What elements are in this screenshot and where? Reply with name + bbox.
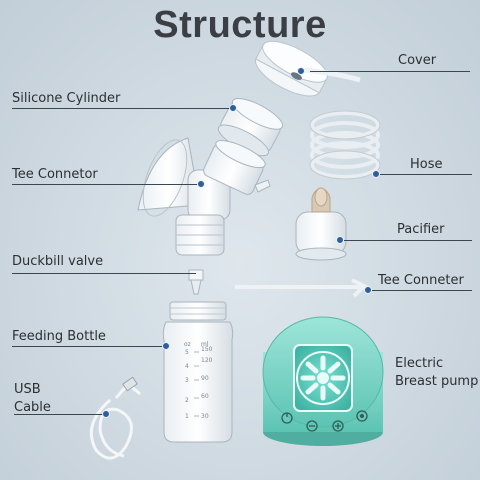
dot-hose	[372, 170, 380, 178]
leader-feeding-bottle	[12, 346, 167, 347]
leader-cover	[310, 71, 470, 72]
label-tee-connector-right: Tee Conneter	[378, 273, 464, 288]
leader-duckbill-valve	[12, 273, 196, 274]
mode-icon[interactable]	[356, 410, 368, 422]
label-cover: Cover	[398, 53, 437, 68]
scale-ml-150: 150	[201, 346, 213, 353]
scale-oz-2: 2	[185, 397, 189, 404]
dot-tee-connector-left	[197, 180, 205, 188]
minus-icon[interactable]	[306, 420, 318, 432]
leader-tee-connector-right	[372, 290, 472, 291]
label-electric-breast-pump: Electric Breast pump	[395, 356, 479, 390]
label-tee-connector-left: Tee Connetor	[12, 167, 98, 182]
electric-pump-body	[262, 316, 384, 446]
scale-unit-oz: oz	[184, 341, 191, 348]
scale-unit-ml: ml	[201, 341, 209, 348]
dot-cover	[297, 67, 305, 75]
leader-tee-connector-left	[12, 184, 198, 185]
tee-connector-stick	[235, 278, 368, 298]
usb-cable-part	[89, 381, 141, 460]
scale-oz-5: 5	[185, 349, 189, 356]
label-usb-cable: USB Cable	[14, 382, 74, 416]
label-usb-line2: Cable	[14, 400, 51, 415]
duckbill-valve-part	[188, 269, 204, 295]
scale-ml-30: 30	[201, 413, 209, 420]
dot-usb-cable	[102, 410, 110, 418]
dot-tee-connector-right	[364, 286, 372, 294]
label-pacifier: Pacifier	[397, 222, 445, 237]
label-usb-line1: USB	[14, 382, 41, 397]
pacifier-part	[295, 187, 347, 261]
cover-part	[255, 40, 328, 97]
dot-silicone-cylinder	[229, 104, 237, 112]
leader-pacifier	[344, 240, 472, 241]
scale-oz-1: 1	[185, 413, 189, 420]
label-silicone-cylinder: Silicone Cylinder	[12, 91, 121, 106]
tee-connector-part	[137, 137, 271, 256]
usb-plug	[122, 376, 138, 392]
label-pump-line2: Breast pump	[395, 374, 479, 389]
feeding-bottle-part	[162, 301, 234, 443]
leader-silicone-cylinder	[12, 108, 230, 109]
cover-tube	[304, 67, 361, 83]
scale-ml-120: 120	[201, 357, 213, 364]
power-icon[interactable]	[281, 412, 293, 424]
label-pump-line1: Electric	[395, 356, 444, 371]
label-hose: Hose	[410, 157, 443, 172]
label-feeding-bottle: Feeding Bottle	[12, 329, 106, 344]
leader-usb-cable	[14, 414, 106, 415]
scale-oz-3: 3	[185, 377, 189, 384]
leader-hose	[380, 174, 472, 175]
silicone-cylinder-part	[217, 98, 284, 157]
hose-coil	[310, 111, 380, 179]
dot-feeding-bottle	[162, 342, 170, 350]
dot-pacifier	[336, 236, 344, 244]
label-duckbill-valve: Duckbill valve	[12, 254, 104, 269]
plus-icon[interactable]	[332, 420, 344, 432]
page-title: Structure	[153, 4, 327, 46]
bottle-scale: oz ml 5 4 3 2 1 150 120 90 60 30	[184, 341, 213, 420]
scale-ml-90: 90	[201, 375, 209, 382]
scale-oz-4: 4	[185, 363, 189, 370]
scale-ml-60: 60	[201, 393, 209, 400]
